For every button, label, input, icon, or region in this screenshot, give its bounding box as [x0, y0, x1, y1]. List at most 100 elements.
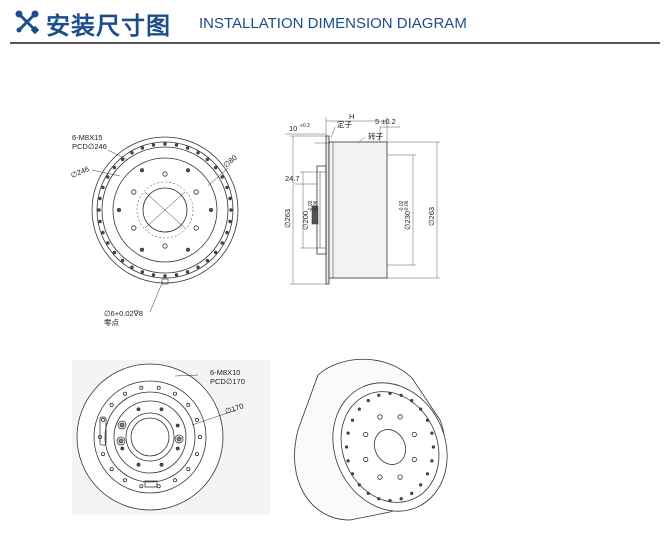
back-bolt-label: 6-M8X10	[210, 368, 240, 377]
bolt-hole	[366, 398, 370, 403]
bolt-hole	[163, 142, 167, 146]
bolt-hole	[185, 270, 190, 274]
bolt-hole	[120, 258, 125, 263]
bolt-hole	[397, 474, 403, 480]
bolt-hole	[136, 407, 141, 412]
bolt-hole	[112, 165, 117, 170]
side-dim-5: 5 ±0.2	[375, 117, 396, 126]
bolt-hole	[140, 270, 145, 274]
bolt-hole	[101, 452, 106, 457]
side-dia-left: ∅263	[283, 209, 292, 228]
side-tol-230a: -0.02	[399, 200, 405, 212]
bolt-hole	[136, 462, 141, 467]
bolt-hole	[430, 459, 434, 463]
bolt-hole	[410, 398, 414, 403]
bolt-hole	[101, 185, 105, 190]
bolt-hole	[350, 418, 355, 422]
side-h-label: H	[349, 112, 354, 121]
bolt-hole	[139, 484, 144, 489]
bolt-hole	[228, 196, 232, 201]
front-dia-inner-label: ∅80	[222, 153, 239, 169]
page-title-cn: 安装尺寸图	[46, 12, 171, 40]
wrench-screwdriver-icon	[15, 10, 40, 35]
bolt-hole	[388, 498, 392, 503]
bolt-hole	[410, 491, 414, 495]
bolt-hole	[186, 467, 191, 472]
front-dia-outer-label: ∅246	[69, 164, 90, 179]
side-tol-230b: -0.06	[404, 200, 410, 212]
bolt-hole	[363, 431, 369, 438]
header: 安装尺寸图 INSTALLATION DIMENSION DIAGRAM	[0, 0, 672, 44]
bolt-hole	[213, 165, 218, 170]
header-divider	[10, 42, 660, 44]
bolt-hole	[213, 250, 218, 255]
bolt-hole	[397, 414, 403, 420]
bolt-hole	[159, 407, 164, 412]
bolt-hole	[131, 189, 137, 195]
back-pcd-label: PCD∅170	[210, 377, 245, 386]
side-rotor-label: 转子	[368, 131, 383, 141]
bolt-hole	[193, 225, 199, 231]
bolt-hole	[106, 175, 110, 179]
bolt-hole	[159, 462, 164, 467]
side-tol-200b: -0.06	[313, 200, 319, 212]
bolt-hole	[112, 250, 117, 255]
bolt-hole	[186, 402, 191, 407]
bolt-hole	[399, 497, 403, 501]
side-stator-label: 定子	[337, 119, 352, 129]
bolt-hole	[196, 151, 200, 155]
bolt-hole	[185, 247, 190, 252]
bolt-hole	[185, 168, 190, 173]
bolt-hole	[399, 393, 403, 397]
bolt-hole	[357, 483, 361, 487]
bolt-hole	[411, 456, 417, 463]
bolt-hole	[130, 265, 134, 269]
bolt-hole	[130, 151, 134, 155]
bolt-hole	[106, 241, 110, 245]
bolt-hole	[388, 391, 392, 395]
bolt-hole	[229, 208, 233, 212]
bolt-hole	[139, 385, 144, 390]
front-zero-label: 零点	[104, 318, 119, 327]
bolt-hole	[220, 241, 224, 245]
bolt-hole	[185, 146, 190, 150]
bolt-hole	[101, 230, 105, 235]
bolt-hole	[228, 219, 232, 224]
bolt-hole	[196, 265, 200, 269]
front-hole-label: ∅6+0.02∇8	[104, 309, 143, 318]
bolt-hole	[431, 445, 435, 449]
bolt-hole	[350, 472, 355, 476]
bolt-hole	[357, 407, 361, 411]
bolt-hole	[220, 175, 224, 179]
bolt-hole	[197, 434, 202, 439]
bolt-hole	[346, 459, 350, 463]
bolt-hole	[117, 207, 122, 212]
bolt-hole	[225, 185, 229, 190]
front-pcd-label: PCD∅246	[72, 142, 107, 151]
bolt-hole	[162, 171, 168, 177]
side-dim-10: 10	[289, 124, 297, 133]
bolt-hole	[419, 483, 423, 487]
bolt-hole	[175, 423, 180, 428]
bolt-hole	[377, 497, 381, 501]
iso-view	[294, 358, 448, 521]
bolt-hole	[123, 478, 128, 483]
bolt-hole	[98, 219, 102, 224]
bolt-hole	[120, 446, 125, 451]
bolt-hole	[225, 230, 229, 235]
front-bolt-label: 6-M8X15	[72, 133, 102, 142]
bolt-hole	[174, 273, 179, 277]
iso-inner-holes	[363, 414, 417, 480]
bolt-hole	[151, 273, 156, 277]
bolt-hole	[151, 143, 156, 147]
bolt-hole	[139, 168, 144, 173]
bolt-hole	[205, 258, 210, 263]
side-view	[285, 117, 440, 285]
bolt-hole	[430, 431, 434, 435]
bolt-hole	[174, 143, 179, 147]
bolt-hole	[208, 207, 213, 212]
bolt-hole	[156, 385, 161, 390]
side-tol-10: +0.2	[300, 123, 310, 129]
page-title-en: INSTALLATION DIMENSION DIAGRAM	[199, 15, 467, 32]
bolt-hole	[377, 393, 381, 397]
